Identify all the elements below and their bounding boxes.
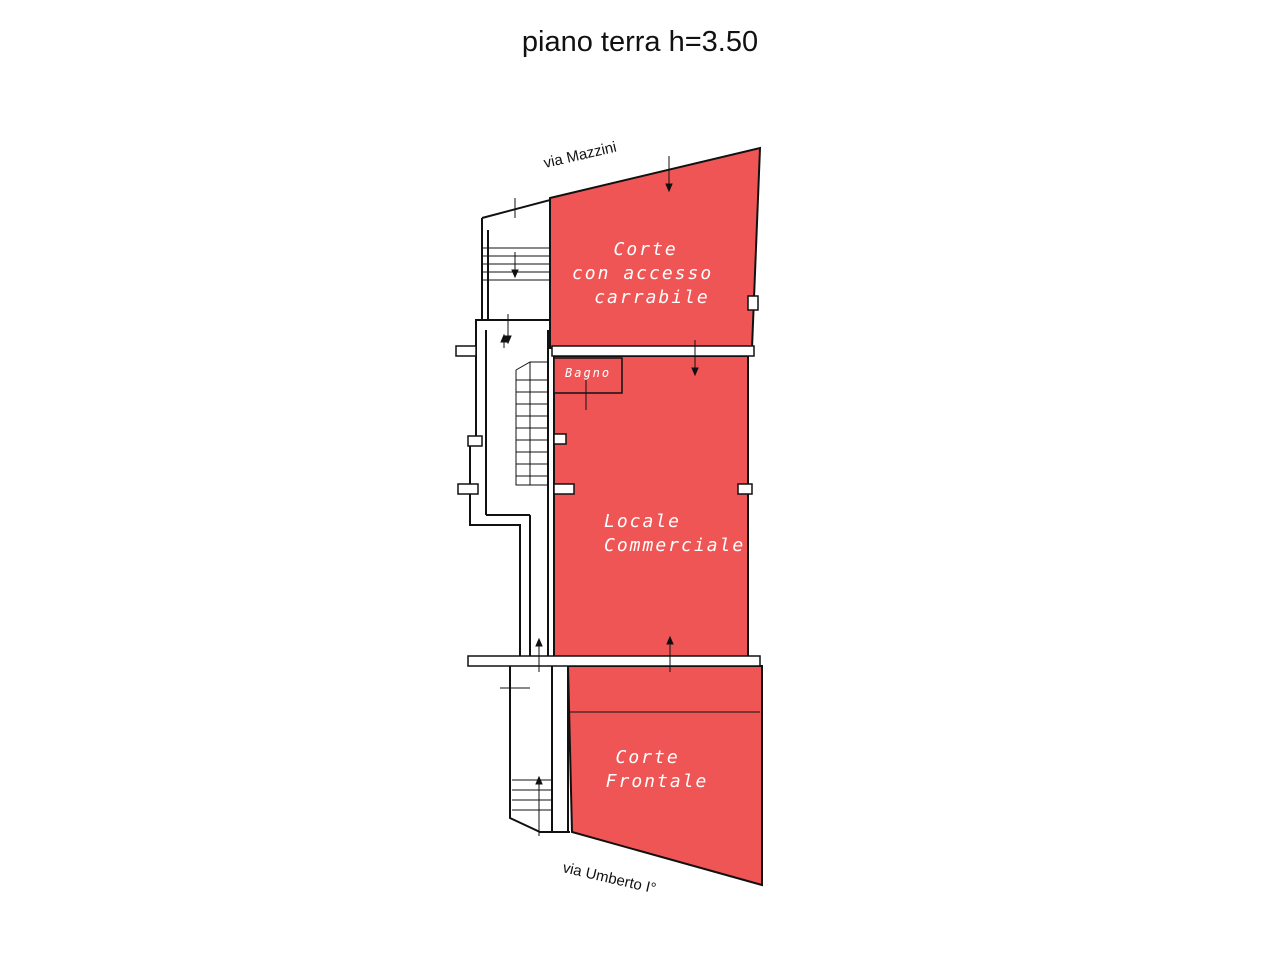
label-corte-carrabile-line-3: carrabile	[594, 287, 710, 308]
label-locale-commerciale: Locale Commerciale	[604, 511, 745, 556]
label-corte-carrabile-line-1: Corte	[613, 239, 677, 260]
label-bagno: Bagno	[565, 366, 611, 380]
room-bagno	[553, 357, 623, 394]
stairs-internal	[515, 361, 549, 486]
room-locale-commerciale	[553, 355, 749, 661]
stair-top-wall	[481, 198, 551, 320]
label-corte-carrabile-line-2: con accesso	[572, 263, 713, 284]
label-locale-line-1: Locale	[604, 511, 681, 532]
plan-title: piano terra h=3.50	[521, 26, 759, 58]
label-corte-frontale-line-2: Frontale	[606, 771, 709, 792]
label-corte-carrabile: Corte con accesso carrabile	[572, 239, 726, 308]
wall-stubs	[455, 295, 759, 495]
label-corte-frontale: Corte Frontale	[606, 747, 709, 792]
partition-bottom	[467, 655, 761, 667]
access-arrows	[500, 156, 699, 836]
label-corte-frontale-line-1: Corte	[615, 747, 679, 768]
street-label-bottom: via Umberto I°	[561, 859, 658, 897]
label-locale-line-2: Commerciale	[604, 535, 745, 556]
partition-top	[551, 345, 755, 357]
stairs-bottom	[512, 779, 552, 811]
street-label-top: via Mazzini	[542, 139, 618, 172]
lower-left-wall	[509, 666, 570, 833]
